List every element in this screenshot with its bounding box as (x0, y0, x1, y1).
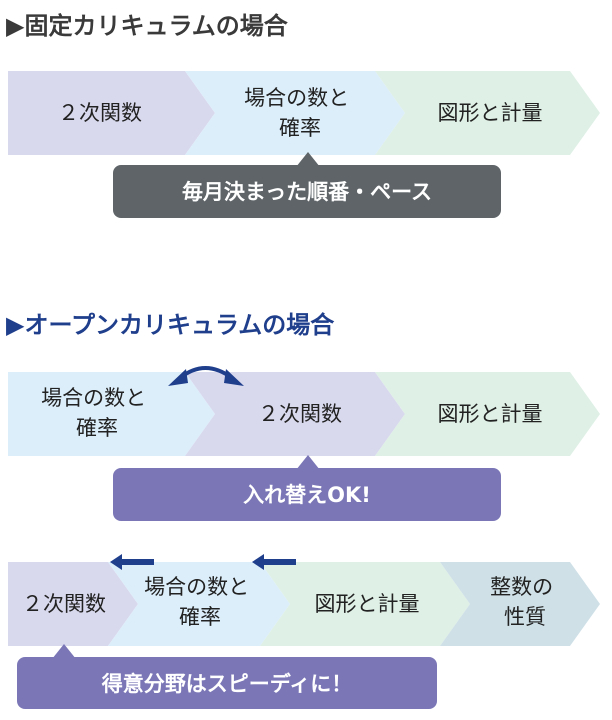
section3-step-1-shape (8, 562, 138, 646)
section2-bubble-pointer (296, 455, 320, 470)
section2-bubble-box (113, 468, 501, 521)
section2-step-1-label: 場合の数と 確率 (41, 386, 153, 440)
section2-step-1-shape (8, 372, 215, 456)
section1-flow: ２次関数 場合の数と 確率 図形と計量 (8, 71, 600, 155)
swap-arrow-icon (168, 366, 244, 386)
section2-step-3-shape (375, 372, 600, 456)
section1-step-3-shape (375, 71, 600, 155)
section3-bubble-box (17, 657, 437, 709)
section3-step-3-shape (260, 562, 470, 646)
section1-bubble-text: 毎月決まった順番・ペース (182, 180, 432, 204)
section3-step-2-label: 場合の数と 確率 (144, 575, 256, 629)
section3-step-4-label: 整数の 性質 (490, 575, 560, 629)
left-arrow-icon (110, 554, 154, 570)
section2-heading: ▶オープンカリキュラムの場合 (6, 311, 335, 339)
section3-bubble: 得意分野はスピーディに！ (17, 644, 437, 709)
section1-bubble-pointer (296, 152, 320, 167)
section2-flow: 場合の数と 確率 ２次関数 図形と計量 (8, 372, 600, 456)
section2-bubble: 入れ替えOK! (113, 455, 501, 521)
section1-step-2-label: 場合の数と 確率 (244, 86, 356, 140)
section1-step-3-label: 図形と計量 (438, 101, 543, 125)
section1-bubble: 毎月決まった順番・ペース (113, 152, 501, 218)
section1-bubble-box (113, 165, 501, 218)
section2-bubble-text: 入れ替えOK! (243, 483, 371, 507)
section2-step-3-label: 図形と計量 (438, 402, 543, 426)
section1-step-1-label: ２次関数 (58, 101, 142, 125)
section1-step-1-shape (8, 71, 215, 155)
left-arrow-icon (252, 554, 296, 570)
section3-bubble-text: 得意分野はスピーディに！ (101, 672, 353, 696)
section1-heading: ▶固定カリキュラムの場合 (6, 12, 289, 40)
section3-step-3-label: 図形と計量 (315, 592, 420, 616)
section3-step-1-label: ２次関数 (22, 592, 106, 616)
section3-bubble-pointer (52, 644, 76, 659)
section2-step-2-shape (185, 372, 405, 456)
section3-step-4-shape (440, 562, 600, 646)
section2-step-2-label: ２次関数 (258, 402, 342, 426)
section3-flow: ２次関数 場合の数と 確率 図形と計量 整数の 性質 (8, 562, 600, 646)
section1-step-2-shape (185, 71, 405, 155)
section3-step-2-shape (108, 562, 290, 646)
